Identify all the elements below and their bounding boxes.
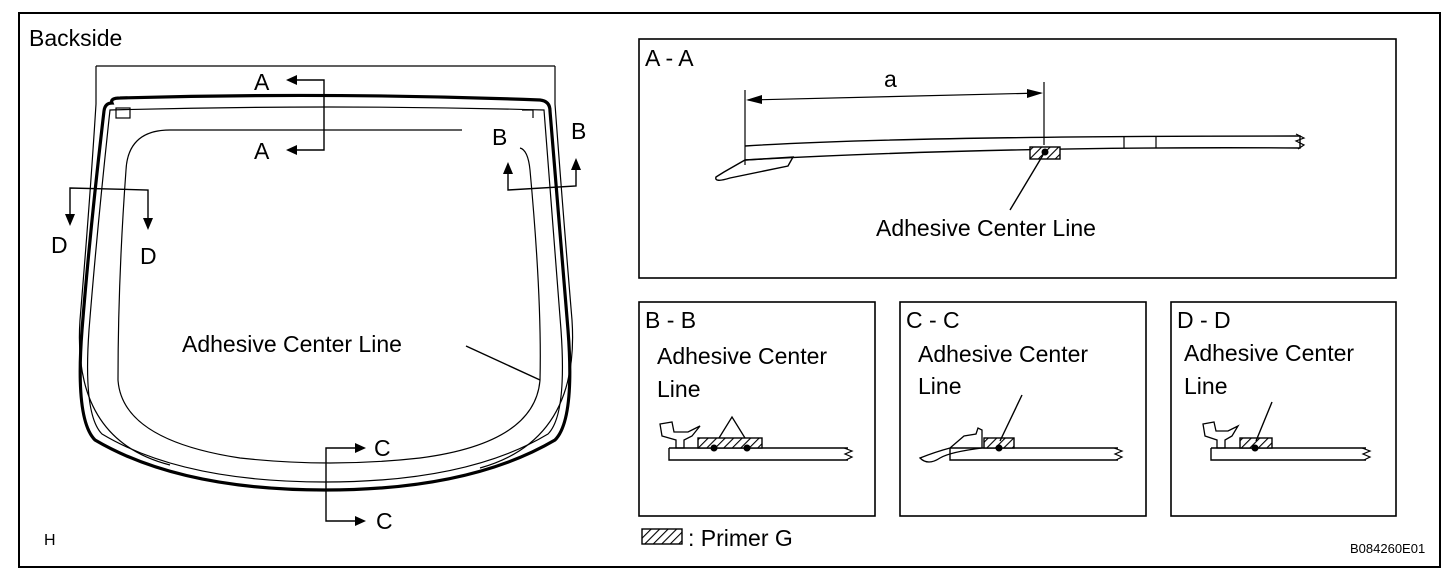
dimension-a-line: [747, 92, 1042, 101]
section-cc-callout-leader: [999, 394, 1023, 442]
section-dd-panel: D - D Adhesive Center Line: [1170, 301, 1397, 517]
section-cc-dot: [995, 444, 1003, 452]
section-b-line: [507, 164, 577, 191]
dimension-a-arrow-left: [746, 95, 762, 104]
section-dd-molding: [1202, 421, 1240, 449]
main-view-title: Backside: [29, 25, 122, 51]
section-cc-frame: [899, 301, 1147, 517]
corner-mark-right: [522, 109, 534, 118]
section-bb-dot-1: [710, 444, 718, 452]
dimension-a-arrow-right: [1027, 89, 1043, 98]
section-c-arrow-bottom: [355, 516, 366, 526]
section-c-line: [325, 447, 362, 522]
section-c-label-bottom: C: [376, 508, 393, 534]
adhesive-center-line: [117, 129, 541, 464]
dimension-a-label: a: [884, 66, 897, 92]
section-bb-dot-2: [743, 444, 751, 452]
section-bb-break: [843, 447, 854, 461]
section-b-label-left: B: [492, 124, 507, 150]
section-a-label-top: A: [254, 69, 270, 95]
section-d-line: [69, 187, 149, 222]
glass-edge-left: [78, 66, 171, 466]
section-bb-callout-line2: Line: [657, 376, 700, 402]
figure-id: B084260E01: [1350, 541, 1425, 556]
section-a-arrow-top: [286, 75, 297, 85]
section-bb-primer: [697, 437, 763, 449]
section-dd-glass: [1210, 447, 1366, 461]
section-aa-frame: [638, 38, 1397, 279]
section-dd-dot: [1251, 444, 1259, 452]
main-view-callout: Adhesive Center Line: [182, 331, 402, 357]
windshield-body-inner-edge: [86, 106, 564, 483]
windshield-body: [78, 93, 572, 492]
section-aa-title: A - A: [645, 45, 694, 71]
section-d-label-left: D: [51, 232, 68, 258]
section-cc-break: [1113, 447, 1124, 461]
section-dd-break: [1361, 447, 1372, 461]
section-cc-panel: C - C Adhesive Center Line: [899, 301, 1147, 517]
section-aa-glass: [744, 135, 1301, 161]
corner-mark-left: [115, 107, 131, 119]
section-cc-molding: [918, 427, 983, 463]
figure-frame: [18, 12, 1441, 568]
section-bb-frame: [638, 301, 876, 517]
section-d-arrow-left: [65, 214, 75, 226]
section-cc-callout-line2: Line: [918, 373, 961, 399]
section-b-label-right: B: [571, 118, 586, 144]
legend-swatch: [641, 528, 683, 545]
section-dd-frame: [1170, 301, 1397, 517]
section-aa-callout: Adhesive Center Line: [876, 215, 1096, 241]
section-bb-molding: [659, 421, 701, 449]
section-a-line: [288, 79, 325, 151]
section-b-arrow-left: [503, 162, 513, 174]
section-b-arrow-right: [571, 158, 581, 170]
section-aa-molding: [715, 156, 795, 181]
section-dd-callout-leader: [1255, 401, 1273, 442]
section-cc-title: C - C: [906, 307, 960, 333]
corner-label: H: [44, 532, 56, 549]
section-dd-callout-line1: Adhesive Center: [1184, 340, 1354, 366]
section-bb-callout-line1: Adhesive Center: [657, 343, 827, 369]
section-bb-panel: B - B Adhesive Center Line: [638, 301, 876, 517]
section-dd-callout-line2: Line: [1184, 373, 1227, 399]
section-cc-glass: [949, 447, 1118, 461]
section-d-label-right: D: [140, 243, 157, 269]
section-cc-callout-line1: Adhesive Center: [918, 341, 1088, 367]
glass-edge-right: [479, 66, 574, 469]
section-aa-callout-leader: [1009, 154, 1044, 211]
section-a-label-bottom: A: [254, 138, 270, 164]
legend-label: : Primer G: [688, 525, 793, 551]
section-c-arrow-top: [355, 443, 366, 453]
main-view: Backside A A B B C C D: [29, 25, 586, 534]
section-bb-glass: [668, 447, 848, 461]
legend: : Primer G: [641, 525, 793, 551]
section-d-arrow-right: [143, 218, 153, 230]
section-bb-title: B - B: [645, 307, 696, 333]
section-c-label-top: C: [374, 435, 391, 461]
section-aa-adhesive-dot: [1041, 148, 1049, 156]
main-view-callout-leader: [465, 345, 541, 381]
section-a-arrow-bottom: [286, 145, 297, 155]
section-bb-dam: [718, 415, 746, 439]
section-aa-panel: A - A a Adhesive Center Line: [638, 38, 1397, 279]
section-dd-title: D - D: [1177, 307, 1231, 333]
section-aa-break: [1294, 133, 1306, 150]
